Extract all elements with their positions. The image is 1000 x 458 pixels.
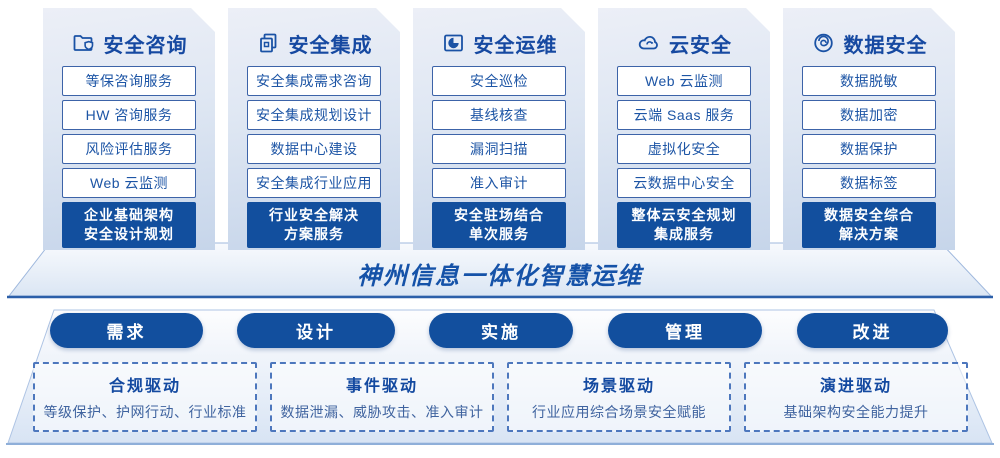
service-item: 漏洞扫描: [432, 134, 566, 164]
service-item: 准入审计: [432, 168, 566, 198]
spiral-icon: [811, 31, 836, 55]
service-item: 数据中心建设: [247, 134, 381, 164]
pie-chart-box-icon: [441, 31, 466, 55]
banner-title: 神州信息一体化智慧运维: [357, 263, 643, 290]
card-header: 安全运维: [413, 26, 585, 60]
phase-pill-design: 设计: [237, 313, 395, 348]
card-footer-banner: 整体云安全规划 集成服务: [617, 202, 751, 248]
card-title: 安全运维: [473, 34, 558, 57]
card-item-list: 等保咨询服务 HW 咨询服务 风险评估服务 Web 云监测: [62, 66, 196, 198]
service-item: HW 咨询服务: [62, 100, 196, 130]
footer-line: 集成服务: [654, 226, 714, 242]
service-item: 等保咨询服务: [62, 66, 196, 96]
card-title: 安全咨询: [103, 34, 188, 57]
service-item: 数据加密: [802, 100, 936, 130]
footer-line: 企业基础架构: [84, 207, 174, 223]
service-item: 云端 Saas 服务: [617, 100, 751, 130]
stacked-documents-icon: [256, 31, 281, 55]
service-item: 虚拟化安全: [617, 134, 751, 164]
footer-line: 数据安全综合: [824, 207, 914, 223]
service-card-security-operations: 安全运维 安全巡检 基线核查 漏洞扫描 准入审计 安全驻场结合 单次服务: [413, 8, 585, 250]
service-card-security-consulting: 安全咨询 等保咨询服务 HW 咨询服务 风险评估服务 Web 云监测 企业基础架…: [43, 8, 215, 250]
driver-title: 事件驱动: [345, 378, 418, 395]
phase-pill-implementation: 实施: [429, 313, 573, 348]
card-title: 安全集成: [288, 34, 373, 57]
cloud-icon: [636, 31, 661, 55]
driver-box-scenario: 场景驱动 行业应用综合场景安全赋能: [507, 362, 731, 432]
card-footer-banner: 企业基础架构 安全设计规划: [62, 202, 196, 248]
driver-box-compliance: 合规驱动 等级保护、护网行动、行业标准: [33, 362, 257, 432]
footer-line: 解决方案: [839, 226, 899, 242]
card-header: 安全咨询: [43, 26, 215, 60]
service-card-cloud-security: 云安全 Web 云监测 云端 Saas 服务 虚拟化安全 云数据中心安全 整体云…: [598, 8, 770, 250]
card-header: 安全集成: [228, 26, 400, 60]
card-title: 云安全: [669, 34, 732, 57]
footer-line: 行业安全解决: [269, 207, 359, 223]
card-header: 数据安全: [783, 26, 955, 60]
card-footer-banner: 安全驻场结合 单次服务: [432, 202, 566, 248]
driver-desc: 数据泄漏、威胁攻击、准入审计: [280, 404, 484, 420]
service-item: 安全集成规划设计: [247, 100, 381, 130]
driver-desc: 行业应用综合场景安全赋能: [532, 404, 706, 420]
service-item: 安全集成行业应用: [247, 168, 381, 198]
footer-line: 单次服务: [469, 226, 529, 242]
card-footer-banner: 行业安全解决 方案服务: [247, 202, 381, 248]
driver-title: 演进驱动: [819, 378, 892, 395]
driver-box-evolution: 演进驱动 基础架构安全能力提升: [744, 362, 968, 432]
phase-pill-improvement: 改进: [797, 313, 948, 348]
service-item: 安全巡检: [432, 66, 566, 96]
footer-line: 安全驻场结合: [454, 207, 544, 223]
service-item: 数据保护: [802, 134, 936, 164]
card-item-list: 数据脱敏 数据加密 数据保护 数据标签: [802, 66, 936, 198]
phase-pill-requirements: 需求: [50, 313, 203, 348]
card-item-list: 安全集成需求咨询 安全集成规划设计 数据中心建设 安全集成行业应用: [247, 66, 381, 198]
service-item: 数据标签: [802, 168, 936, 198]
footer-line: 安全设计规划: [84, 226, 174, 242]
service-item: Web 云监测: [62, 168, 196, 198]
card-item-list: Web 云监测 云端 Saas 服务 虚拟化安全 云数据中心安全: [617, 66, 751, 198]
footer-line: 方案服务: [284, 226, 344, 242]
folder-shield-icon: [71, 31, 96, 55]
service-item: 风险评估服务: [62, 134, 196, 164]
driver-title: 合规驱动: [108, 378, 181, 395]
card-header: 云安全: [598, 26, 770, 60]
phase-pill-management: 管理: [608, 313, 762, 348]
card-footer-banner: 数据安全综合 解决方案: [802, 202, 936, 248]
service-card-data-security: 数据安全 数据脱敏 数据加密 数据保护 数据标签 数据安全综合 解决方案: [783, 8, 955, 250]
service-item: 数据脱敏: [802, 66, 936, 96]
service-item: 安全集成需求咨询: [247, 66, 381, 96]
service-card-security-integration: 安全集成 安全集成需求咨询 安全集成规划设计 数据中心建设 安全集成行业应用 行…: [228, 8, 400, 250]
card-item-list: 安全巡检 基线核查 漏洞扫描 准入审计: [432, 66, 566, 198]
footer-line: 整体云安全规划: [631, 207, 737, 223]
driver-desc: 基础架构安全能力提升: [783, 404, 929, 420]
service-item: 云数据中心安全: [617, 168, 751, 198]
service-item: 基线核查: [432, 100, 566, 130]
service-item: Web 云监测: [617, 66, 751, 96]
driver-box-incident: 事件驱动 数据泄漏、威胁攻击、准入审计: [270, 362, 494, 432]
driver-desc: 等级保护、护网行动、行业标准: [43, 404, 247, 420]
card-title: 数据安全: [843, 34, 928, 57]
driver-title: 场景驱动: [582, 378, 655, 395]
